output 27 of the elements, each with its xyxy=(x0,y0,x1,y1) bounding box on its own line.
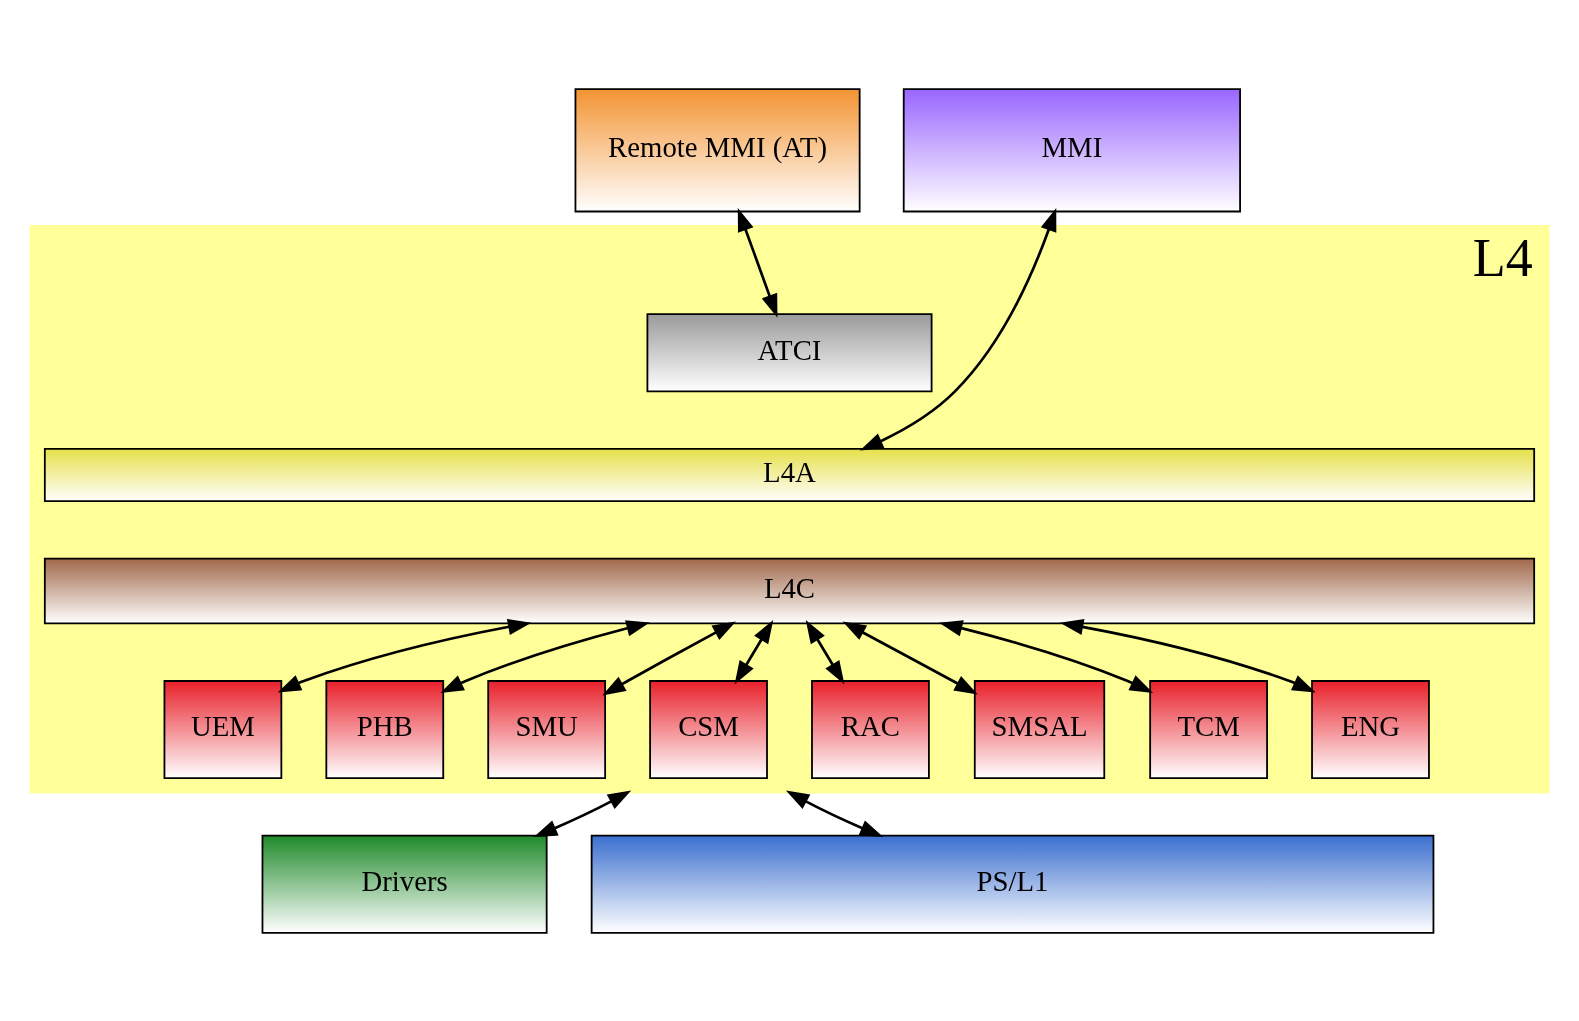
node-box: CSM xyxy=(649,679,768,779)
node-box: L4A xyxy=(43,447,1536,502)
arrow xyxy=(440,619,650,693)
node-box: L4C xyxy=(43,557,1536,624)
arrow xyxy=(859,207,1057,450)
arrow xyxy=(1059,618,1316,692)
node-box: SMSAL xyxy=(973,679,1106,779)
arrow xyxy=(939,619,1154,693)
node-box: PS/L1 xyxy=(590,834,1435,934)
arrow xyxy=(737,207,778,318)
node-box: MMI xyxy=(902,87,1241,212)
arrow xyxy=(785,790,884,837)
arrow xyxy=(602,621,736,695)
arrow xyxy=(805,619,845,684)
node-box: TCM xyxy=(1149,679,1268,779)
node-box: UEM xyxy=(163,679,283,779)
node-box: SMU xyxy=(487,679,607,779)
node-box: Drivers xyxy=(261,834,548,934)
node-box: Remote MMI (AT) xyxy=(574,87,861,212)
node-box: ATCI xyxy=(646,312,933,392)
node-box: ENG xyxy=(1311,679,1430,779)
arrow xyxy=(734,619,774,684)
arrow xyxy=(842,621,978,694)
node-box: PHB xyxy=(325,679,445,779)
arrow xyxy=(533,790,632,837)
node-box: RAC xyxy=(811,679,930,779)
arrow xyxy=(277,618,532,693)
